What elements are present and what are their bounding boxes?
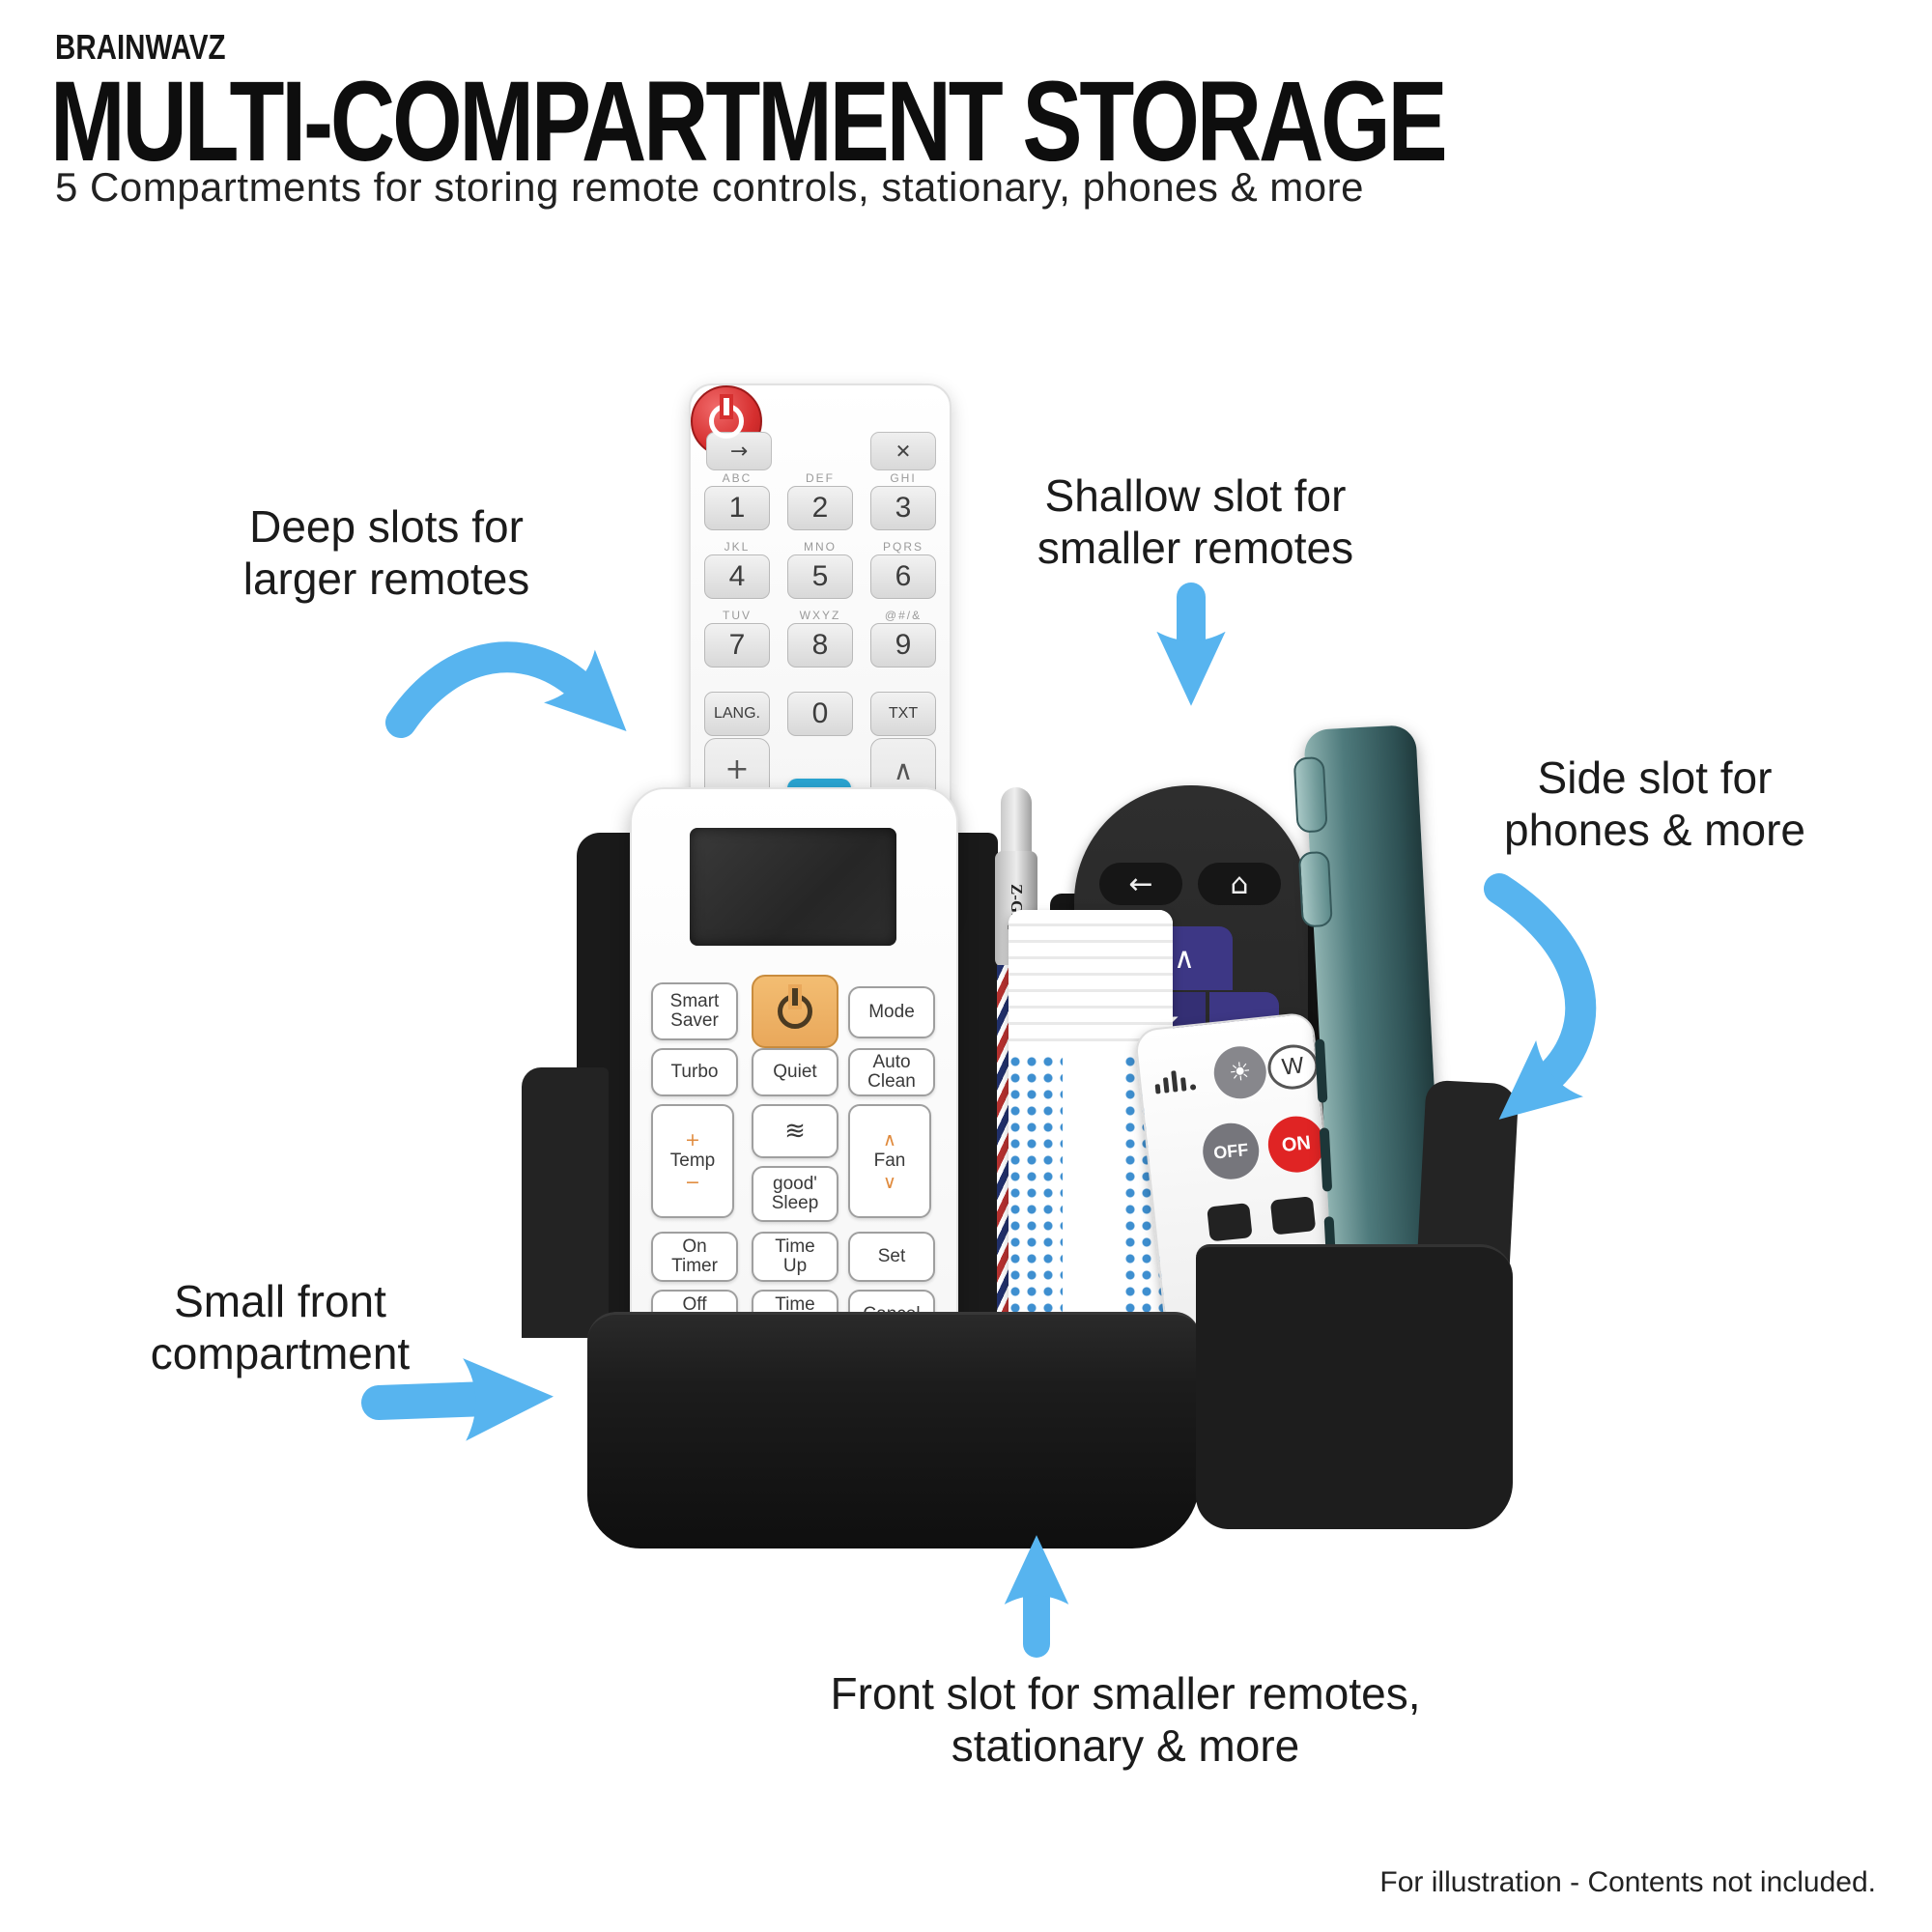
fan-label: Fan [873, 1151, 906, 1171]
on-timer-button: On Timer [651, 1232, 738, 1282]
turbo-button: Turbo [651, 1048, 738, 1096]
source-icon: → [706, 432, 772, 470]
tv-key-lang: LANG. [704, 676, 770, 736]
arrow-small-front [361, 1358, 554, 1441]
ac-power-button [752, 975, 838, 1048]
good-sleep-button: good' Sleep [752, 1166, 838, 1222]
temp-label: Temp [669, 1151, 716, 1171]
disclaimer-text: For illustration - Contents not included… [1379, 1866, 1876, 1898]
swing-icon: ≋ [752, 1104, 838, 1158]
mode-button: Mode [848, 986, 935, 1038]
annotation-side-slot: Side slot for phones & more [1504, 753, 1805, 855]
home-icon: ⌂ [1198, 863, 1281, 905]
tv-key-9: @#/&9 [870, 608, 936, 668]
volume-bars-icon [1153, 1068, 1197, 1094]
annotation-front-slot: Front slot for smaller remotes, stationa… [830, 1668, 1421, 1771]
temp-rocker: + Temp − [651, 1104, 734, 1218]
plus-icon: + [724, 753, 750, 786]
phone-camera-icon [1297, 850, 1333, 928]
auto-clean-button: Auto Clean [848, 1048, 935, 1096]
set-button: Set [848, 1232, 935, 1282]
chevron-up-icon: ∧ [883, 1129, 896, 1151]
chevron-up-icon: ∧ [893, 754, 914, 786]
ac-remote-screen [690, 828, 896, 946]
phone-side-button [1319, 1127, 1333, 1192]
organizer-front-compartment [587, 1312, 1200, 1548]
w-button: W [1265, 1041, 1321, 1093]
phone-camera-icon [1293, 755, 1328, 834]
time-up-button: Time Up [752, 1232, 838, 1282]
annotation-small-front: Small front compartment [150, 1276, 411, 1378]
page-title: MULTI-COMPARTMENT STORAGE [50, 58, 1448, 185]
arrow-deep-slots [385, 641, 627, 738]
annotation-shallow-slot: Shallow slot for smaller remotes [1037, 470, 1354, 573]
off-button: OFF [1200, 1120, 1263, 1182]
plus-icon: + [685, 1129, 700, 1151]
power-icon [778, 988, 812, 1029]
organizer-side-compartment [1196, 1244, 1513, 1529]
phone-side-button [1314, 1038, 1328, 1103]
tv-key-txt: TXT [870, 676, 936, 736]
glue-stick-label-strip [1063, 1055, 1119, 1335]
brand-logo: BRAINWAVZ [55, 27, 226, 67]
power-icon [709, 398, 744, 439]
brightness-icon: ☀ [1211, 1043, 1269, 1101]
ac-remote: Smart Saver Mode Turbo Quiet Auto Clean … [630, 787, 958, 1361]
pen-tip [1001, 787, 1032, 859]
arrow-side-slot [1484, 873, 1597, 1120]
quiet-button: Quiet [752, 1048, 838, 1096]
on-button: ON [1264, 1113, 1327, 1176]
small-remote-key-icon [1207, 1203, 1253, 1242]
mute-icon: ✕ [870, 432, 936, 470]
annotation-deep-slots: Deep slots for larger remotes [242, 501, 530, 604]
organizer-left-wall [522, 1067, 609, 1338]
page-subtitle: 5 Compartments for storing remote contro… [55, 164, 1364, 210]
fan-rocker: ∧ Fan ∨ [848, 1104, 931, 1218]
chevron-down-icon: ∨ [883, 1172, 896, 1193]
small-remote-key-icon [1269, 1196, 1317, 1236]
minus-icon: − [685, 1172, 700, 1193]
tv-key-0: 0 [787, 676, 853, 736]
smart-saver-button: Smart Saver [651, 982, 738, 1040]
back-icon: ← [1099, 863, 1182, 905]
